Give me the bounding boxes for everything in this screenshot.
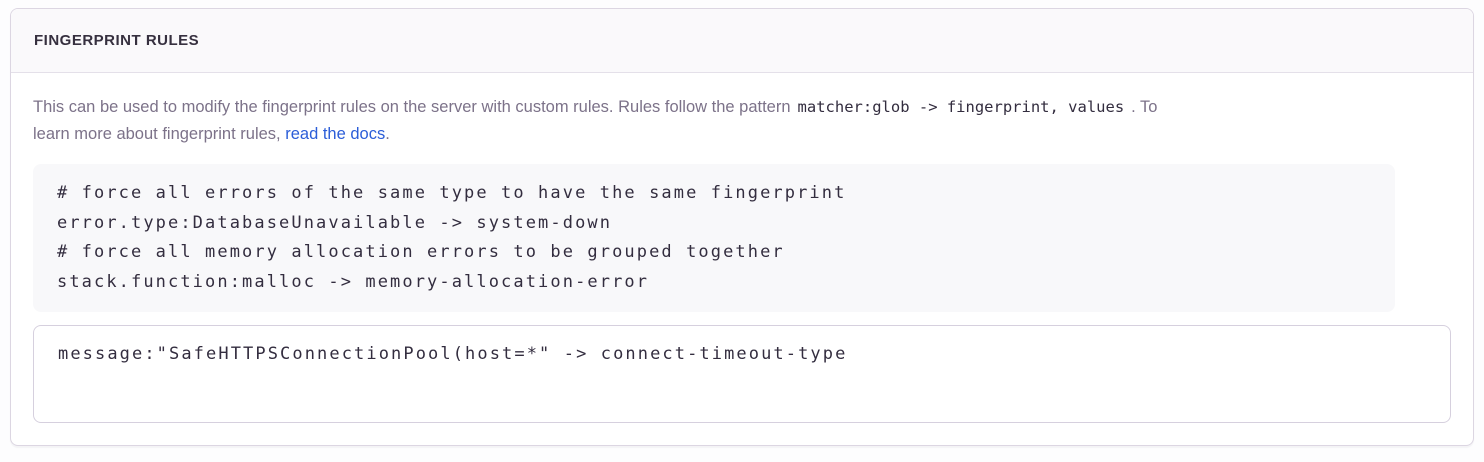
code-line: # force all memory allocation errors to … (57, 242, 785, 262)
example-code-block: # force all errors of the same type to h… (33, 164, 1395, 312)
description-segment-3: learn more about fingerprint rules, (33, 125, 281, 143)
code-line: # force all errors of the same type to h… (57, 183, 847, 203)
description-period: . (385, 125, 390, 143)
panel-title: FINGERPRINT RULES (34, 32, 200, 49)
panel-header: FINGERPRINT RULES (11, 9, 1473, 73)
pattern-inline-code: matcher:glob -> fingerprint, values (797, 98, 1125, 116)
fingerprint-rules-panel: FINGERPRINT RULES This can be used to mo… (10, 8, 1474, 446)
panel-body: This can be used to modify the fingerpri… (11, 73, 1473, 445)
code-line: stack.function:malloc -> memory-allocati… (57, 271, 650, 292)
description-text: This can be used to modify the fingerpri… (33, 94, 1451, 148)
read-the-docs-link[interactable]: read the docs (285, 125, 386, 143)
description-segment-2: . To (1131, 98, 1158, 116)
fingerprint-rules-textarea[interactable]: message:"SafeHTTPSConnectionPool(host=*"… (33, 325, 1451, 423)
code-line: error.type:DatabaseUnavailable -> system… (57, 212, 613, 233)
description-segment-1: This can be used to modify the fingerpri… (33, 98, 791, 116)
